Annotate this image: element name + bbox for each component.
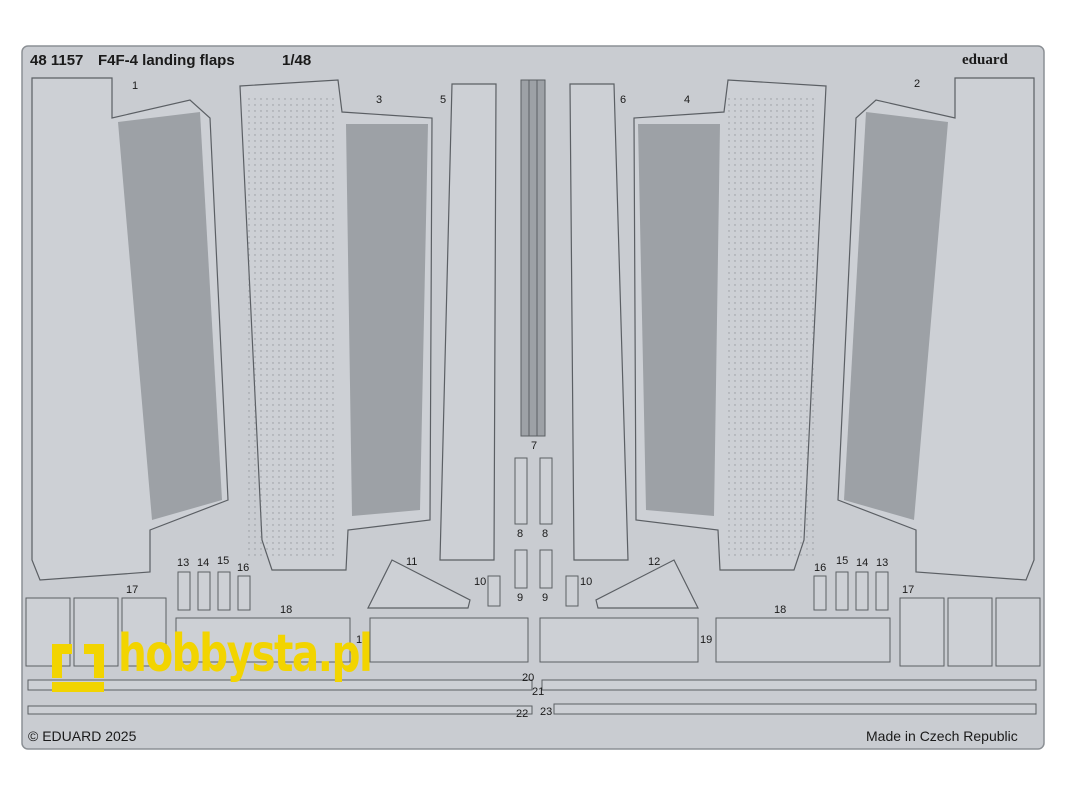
part-number-17b: 17 <box>902 584 915 596</box>
part-17-hinges <box>25 597 1041 667</box>
watermark-logo-icon <box>52 644 104 692</box>
part-number-1: 1 <box>132 80 139 92</box>
part-number-7: 7 <box>531 440 538 452</box>
part-number-3: 3 <box>376 94 383 106</box>
part-number-10a: 10 <box>474 576 487 588</box>
part-3-inner-flap-left <box>239 79 433 571</box>
set-title: F4F-4 landing flaps <box>98 52 235 69</box>
part-number-16b: 16 <box>814 562 827 574</box>
brand-logo: eduard <box>962 52 1008 68</box>
part-number-18b: 18 <box>774 604 787 616</box>
part-number-16a: 16 <box>237 562 250 574</box>
rib-rows <box>175 617 891 663</box>
part-number-20: 20 <box>522 672 535 684</box>
part-number-19b: 19 <box>700 634 713 646</box>
part-1-outer-flap-left <box>31 77 229 581</box>
part-number-14b: 14 <box>856 557 869 569</box>
part-6-strip <box>569 83 629 561</box>
part-12-wedge <box>595 559 699 609</box>
part-number-17a: 17 <box>126 584 139 596</box>
part-number-23: 23 <box>540 706 553 718</box>
part-11-wedge <box>367 559 471 609</box>
part-number-22: 22 <box>516 708 529 720</box>
part-4-inner-flap-right <box>633 79 827 571</box>
part-number-15b: 15 <box>836 555 849 567</box>
part-number-11: 11 <box>406 556 418 568</box>
part-number-6: 6 <box>620 94 627 106</box>
part-number-2: 2 <box>914 78 921 90</box>
watermark-text: hobbysta.pl <box>118 624 373 684</box>
part-7-rails <box>520 79 546 437</box>
part-2-outer-flap-right <box>837 77 1035 581</box>
part-number-8a: 8 <box>517 528 524 540</box>
part-number-4: 4 <box>684 94 691 106</box>
part-number-13b: 13 <box>876 557 889 569</box>
part-number-9b: 9 <box>542 592 549 604</box>
small-bars <box>487 457 579 607</box>
part-number-8b: 8 <box>542 528 549 540</box>
part-number-12: 12 <box>648 556 661 568</box>
catalog-number: 48 1157 <box>30 52 84 69</box>
part-number-14a: 14 <box>197 557 210 569</box>
part-number-13a: 13 <box>177 557 190 569</box>
part-number-9a: 9 <box>517 592 524 604</box>
small-strips <box>177 571 889 611</box>
part-number-10b: 10 <box>580 576 593 588</box>
scale-label: 1/48 <box>282 52 312 69</box>
made-in-label: Made in Czech Republic <box>866 728 1018 744</box>
copyright: © EDUARD 2025 <box>28 728 137 744</box>
part-number-18a: 18 <box>280 604 293 616</box>
part-5-strip <box>439 83 497 561</box>
part-number-5: 5 <box>440 94 447 106</box>
part-number-21: 21 <box>532 686 545 698</box>
long-rails <box>27 679 1037 715</box>
part-number-19a: 19 <box>356 634 369 646</box>
part-number-15a: 15 <box>217 555 230 567</box>
